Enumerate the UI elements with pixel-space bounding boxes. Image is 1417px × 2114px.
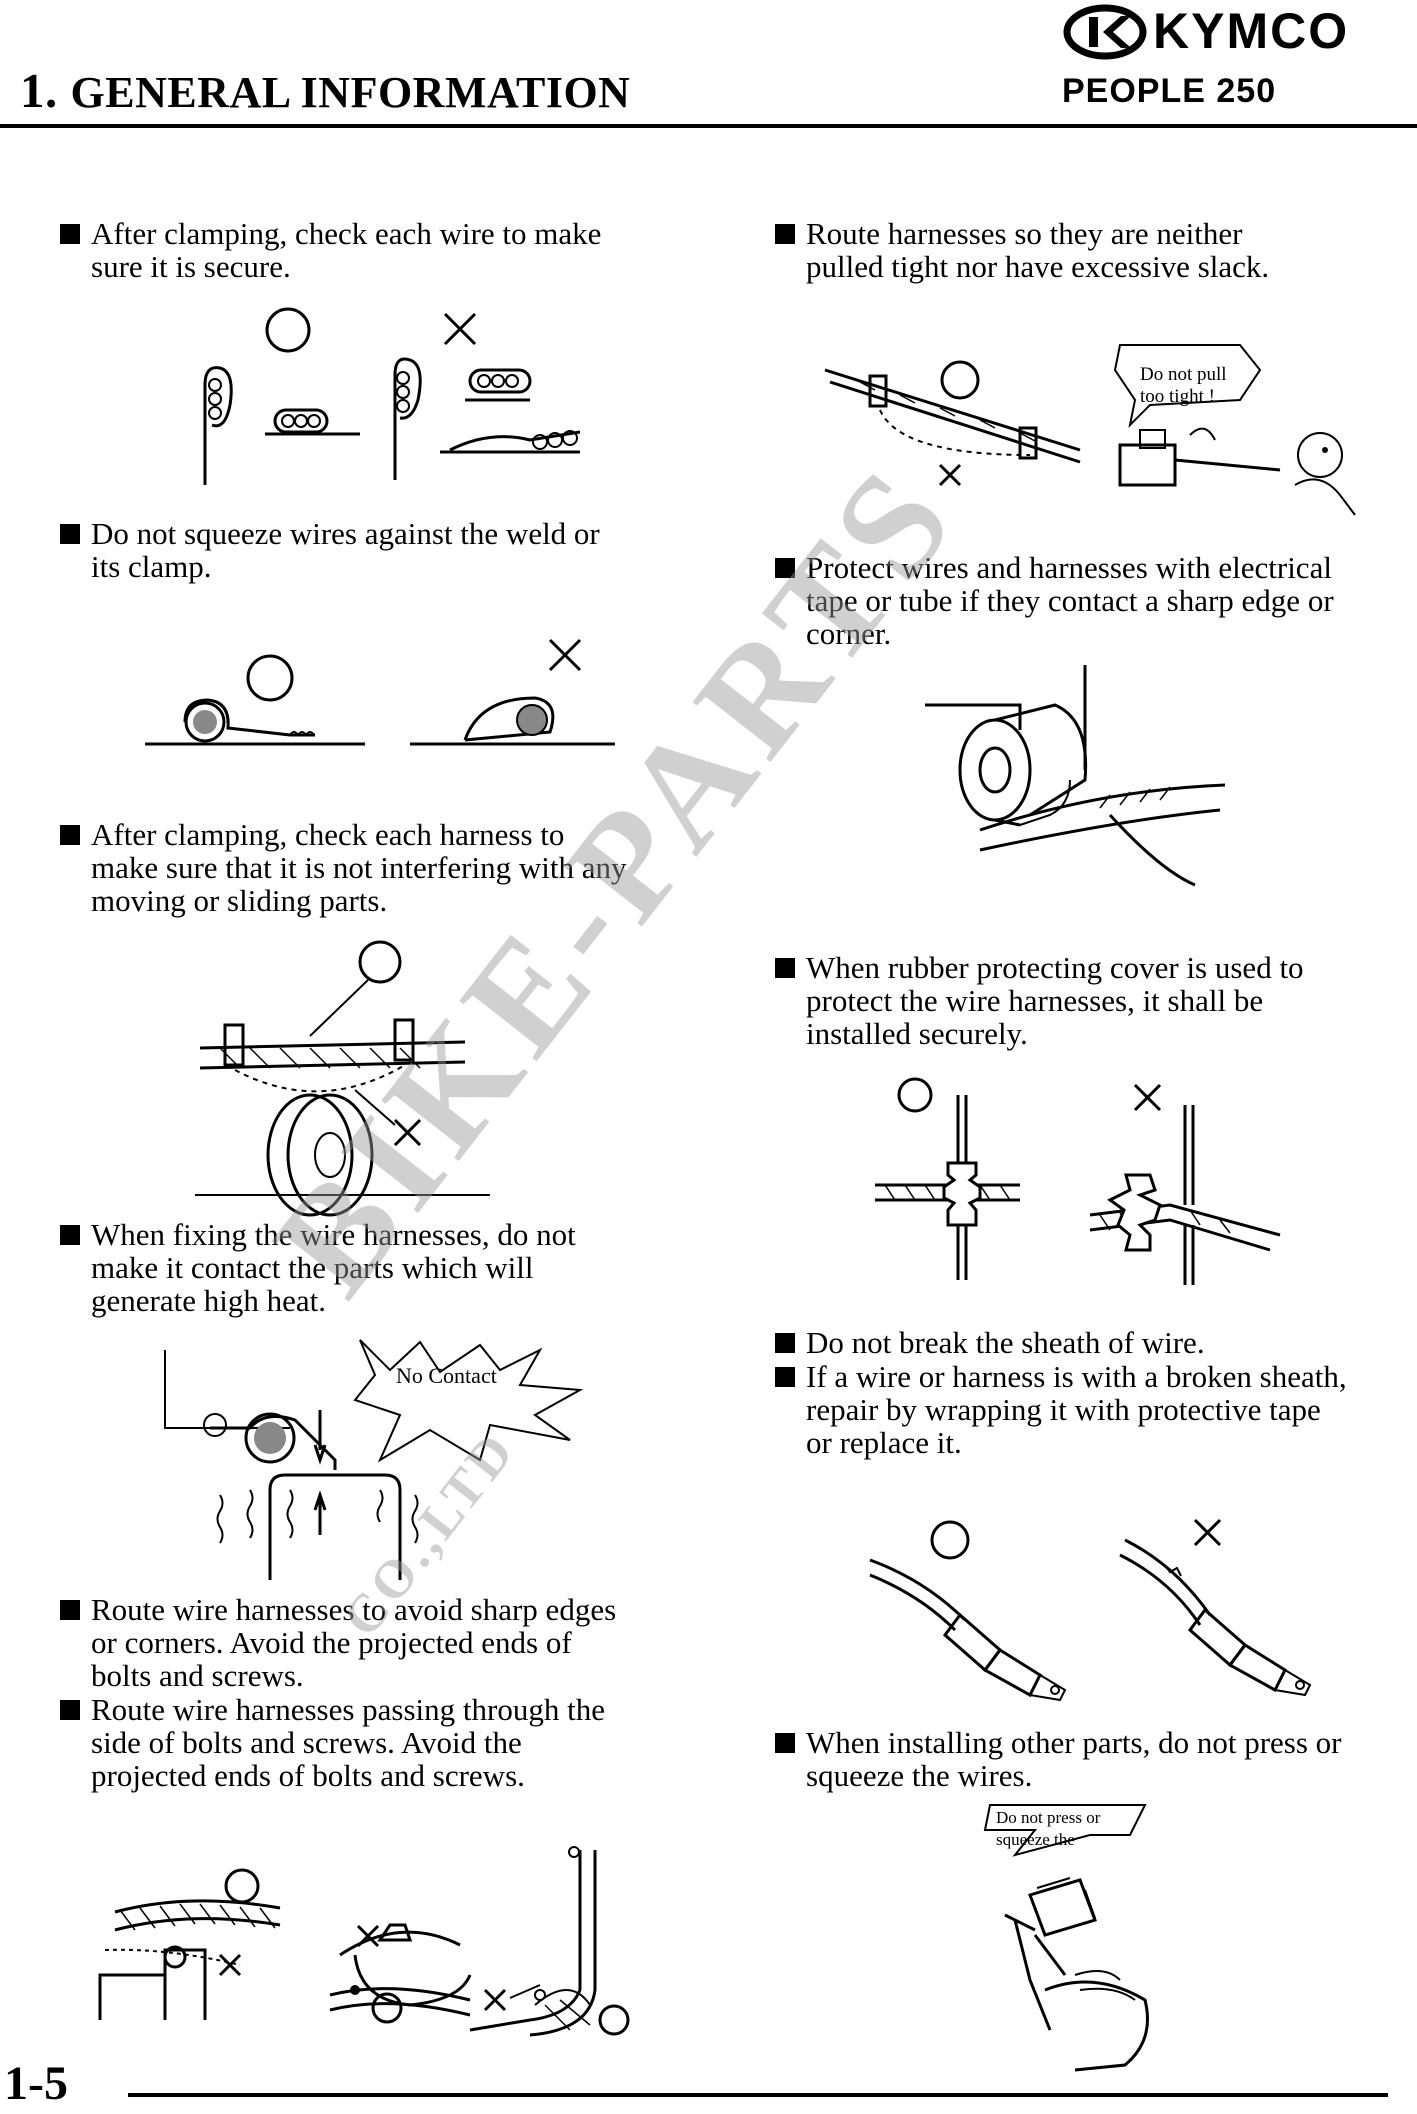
bullet-item: After clamping, check each wire to make …: [60, 217, 700, 283]
wrong-cross-icon: [443, 312, 477, 346]
correct-circle-icon: [940, 360, 980, 400]
bullet-square-icon: [60, 825, 80, 845]
bullet-square-icon: [775, 558, 795, 578]
model-name: PEOPLE 250: [1062, 72, 1277, 110]
bullet-item: If a wire or harness is with a broken sh…: [775, 1360, 1415, 1459]
section-title: GENERAL INFORMATION: [70, 68, 631, 117]
brand-logo: KYMCO: [1063, 3, 1408, 60]
bullet-square-icon: [60, 524, 80, 544]
wrong-cross-icon: [1133, 1083, 1162, 1112]
bullet-item: Do not squeeze wires against the weld or…: [60, 517, 700, 583]
correct-circle-icon: [897, 1077, 933, 1113]
no-contact-illustration: [164, 1339, 584, 1580]
broken-sheath-illustration: [869, 1518, 1312, 1702]
correct-circle-icon: [265, 307, 311, 353]
correct-circle-icon: [598, 2004, 630, 2036]
bullet-item: Route wire harnesses passing through the…: [60, 1693, 700, 1792]
bullet-square-icon: [60, 1225, 80, 1245]
bullet-square-icon: [60, 224, 80, 244]
correct-circle-icon: [930, 1520, 970, 1560]
brand-name: KYMCO: [1153, 3, 1350, 59]
correct-circle-icon: [371, 1992, 403, 2024]
bullet-square-icon: [775, 1333, 795, 1353]
bullet-item: Protect wires and harnesses with electri…: [775, 551, 1415, 650]
kymco-logo-icon: [1063, 4, 1147, 60]
header-rule: [0, 124, 1417, 128]
wrong-cross-icon: [356, 1924, 380, 1948]
wrong-cross-icon: [393, 1118, 422, 1147]
section-number: 1.: [20, 63, 58, 118]
bullet-item: Do not break the sheath of wire.: [775, 1326, 1415, 1359]
rubber-cover-illustration: [875, 1077, 1281, 1285]
bullet-square-icon: [60, 1700, 80, 1720]
do-not-pull-label: Do not pull too tight !: [1140, 364, 1227, 407]
bullet-item: After clamping, check each harness to ma…: [60, 818, 700, 917]
correct-circle-icon: [358, 940, 402, 984]
clamp-wire-illustration: [203, 307, 581, 485]
bullet-square-icon: [775, 1733, 795, 1753]
no-contact-label: No Contact: [396, 1363, 497, 1388]
bullet-square-icon: [775, 224, 795, 244]
wrong-cross-icon: [1193, 1518, 1222, 1547]
section-heading: 1. GENERAL INFORMATION: [20, 62, 630, 119]
bullet-square-icon: [775, 1367, 795, 1387]
bullet-square-icon: [775, 958, 795, 978]
bullet-item: When fixing the wire harnesses, do not m…: [60, 1218, 700, 1317]
page-number: 1-5: [4, 2057, 68, 2110]
correct-circle-icon: [246, 654, 294, 702]
bullet-item: When rubber protecting cover is used to …: [775, 951, 1415, 1050]
press-squeeze-illustration: [983, 1804, 1149, 2072]
harness-tension-illustration: [824, 344, 1356, 516]
weld-clamp-illustration: [145, 638, 615, 746]
moving-parts-illustration: [195, 940, 490, 1217]
bolts-screws-illustration: [98, 1846, 630, 2037]
footer-rule: [128, 2093, 1388, 2097]
wrong-cross-icon: [483, 1988, 507, 2012]
wrong-cross-icon: [218, 1953, 242, 1977]
wrong-cross-icon: [548, 638, 582, 672]
bullet-item: When installing other parts, do not pres…: [775, 1726, 1415, 1792]
tape-protection-illustration: [925, 665, 1226, 887]
correct-circle-icon: [224, 1868, 260, 1904]
bullet-item: Route wire harnesses to avoid sharp edge…: [60, 1593, 700, 1692]
bullet-item: Route harnesses so they are neither pull…: [775, 217, 1415, 283]
do-not-press-label: Do not press or squeeze the: [996, 1808, 1101, 1849]
wrong-cross-icon: [938, 463, 962, 487]
bullet-square-icon: [60, 1600, 80, 1620]
